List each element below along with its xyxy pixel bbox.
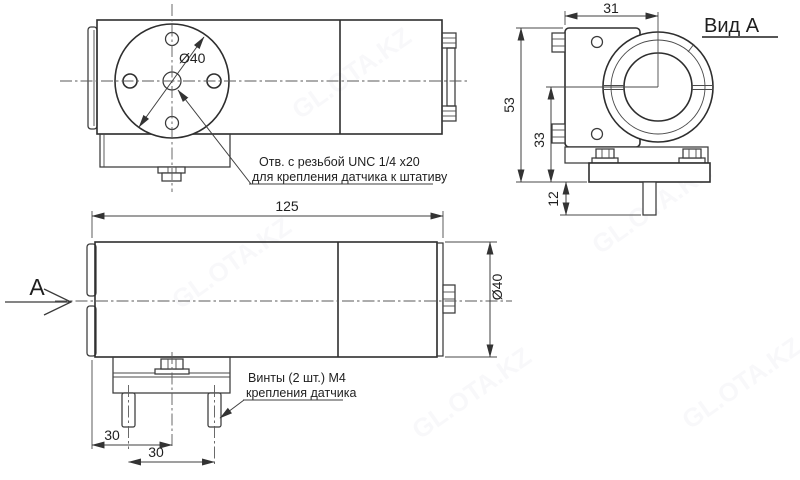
dim-30b-label: 30	[148, 444, 164, 460]
view-a-title: Вид А	[704, 15, 760, 37]
plate-hole-bottom	[590, 127, 604, 141]
watermark-text: GL.OTA.KZ	[166, 211, 296, 315]
rear-connector-stub	[442, 284, 456, 314]
view-arrow-label: А	[29, 274, 45, 300]
dim-33-label: 33	[531, 132, 547, 148]
dim-12-label: 12	[545, 191, 561, 207]
clamp-split-top	[687, 43, 695, 53]
base-pin	[642, 181, 657, 216]
watermark-text: GL.OTA.KZ	[676, 331, 800, 435]
dim-30a-label: 30	[104, 427, 120, 443]
front-bezel-bottom	[86, 305, 97, 357]
tripod-bolt-head	[157, 166, 186, 174]
view-arrow	[5, 288, 73, 316]
bracket-edge	[87, 26, 98, 130]
dim-53-label: 53	[501, 97, 517, 113]
rear-cap	[436, 242, 444, 357]
bracket-foot-top	[99, 133, 231, 182]
front-bezel-top	[86, 243, 97, 297]
connector	[441, 32, 457, 122]
unc-leader	[177, 89, 252, 185]
plate-hole-top	[590, 35, 604, 49]
clamp-screw-top	[551, 32, 566, 53]
view-a: 31 53 33 12 Вид А	[501, 0, 778, 216]
watermark-text: GL.OTA.KZ	[286, 21, 416, 125]
screws-leader	[219, 399, 245, 419]
dim-125-label: 125	[275, 198, 299, 214]
sensor-body-top	[96, 19, 443, 135]
disc-diameter-arrow	[138, 36, 205, 128]
clamp-screw-bottom	[551, 123, 566, 144]
dim-d40-label: Ø40	[489, 274, 505, 301]
base-plate	[588, 162, 711, 183]
m4-screw-left	[591, 148, 619, 164]
m4-screw-right	[678, 148, 706, 164]
side-view: А 125 Ø40	[5, 198, 512, 467]
bracket-side	[112, 352, 231, 467]
top-view: Ø40 Отв. с резьбой UNC 1/4 x20 для крепл…	[60, 4, 470, 192]
sensor-body-side	[94, 241, 438, 358]
dim-31-label: 31	[603, 0, 619, 16]
screws-note-line2: крепления датчика	[246, 386, 356, 400]
disc-diameter-label: Ø40	[179, 50, 206, 66]
screws-note-line1: Винты (2 шт.) М4	[248, 371, 346, 385]
unc-note-line1: Отв. с резьбой UNC 1/4 x20	[259, 155, 420, 169]
unc-note-line2: для крепления датчика к штативу	[252, 170, 448, 184]
